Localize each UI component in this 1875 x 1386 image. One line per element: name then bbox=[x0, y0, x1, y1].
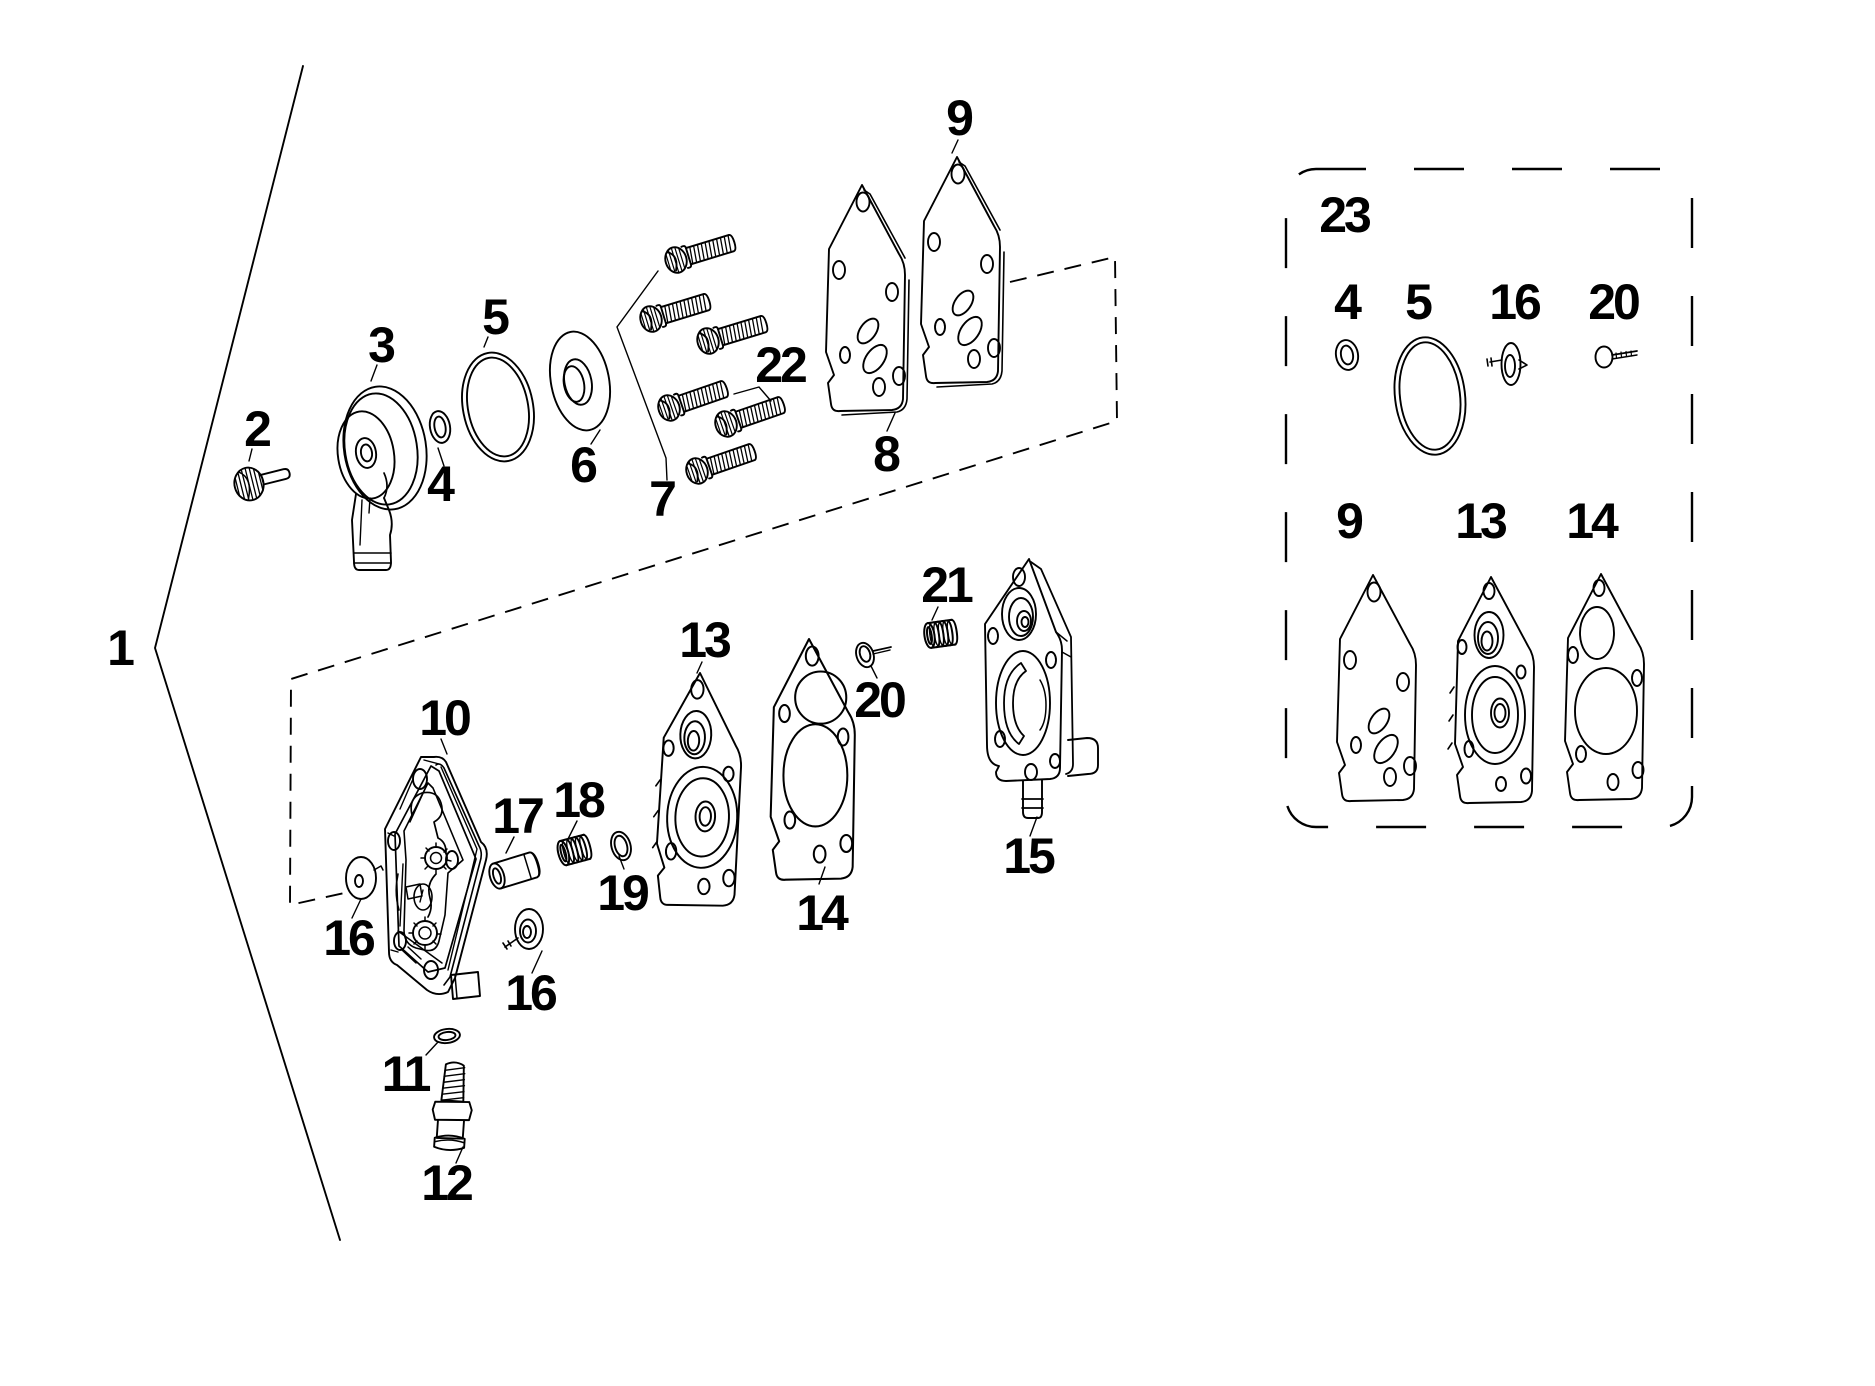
svg-text:7: 7 bbox=[649, 471, 677, 527]
svg-text:9: 9 bbox=[946, 90, 974, 146]
svg-text:20: 20 bbox=[854, 672, 905, 728]
svg-text:4: 4 bbox=[1334, 274, 1362, 330]
svg-text:18: 18 bbox=[553, 772, 605, 828]
svg-text:14: 14 bbox=[1566, 493, 1619, 549]
svg-text:8: 8 bbox=[873, 426, 901, 482]
svg-text:10: 10 bbox=[419, 690, 470, 746]
svg-text:22: 22 bbox=[755, 337, 806, 393]
svg-text:13: 13 bbox=[1455, 493, 1506, 549]
svg-text:13: 13 bbox=[679, 612, 730, 668]
svg-text:17: 17 bbox=[492, 788, 543, 844]
svg-text:15: 15 bbox=[1003, 828, 1055, 884]
svg-text:2: 2 bbox=[244, 401, 272, 457]
svg-text:19: 19 bbox=[597, 865, 648, 921]
svg-text:5: 5 bbox=[482, 289, 510, 345]
svg-text:12: 12 bbox=[421, 1155, 472, 1211]
svg-text:23: 23 bbox=[1319, 187, 1370, 243]
svg-text:1: 1 bbox=[107, 620, 135, 676]
svg-text:3: 3 bbox=[368, 317, 396, 373]
svg-text:5: 5 bbox=[1405, 274, 1433, 330]
svg-text:9: 9 bbox=[1336, 493, 1364, 549]
svg-text:11: 11 bbox=[382, 1046, 431, 1102]
svg-text:16: 16 bbox=[323, 910, 374, 966]
svg-text:21: 21 bbox=[921, 557, 973, 613]
svg-text:16: 16 bbox=[1489, 274, 1540, 330]
svg-text:16: 16 bbox=[505, 965, 556, 1021]
svg-text:6: 6 bbox=[570, 437, 598, 493]
svg-text:4: 4 bbox=[427, 456, 455, 512]
svg-text:20: 20 bbox=[1588, 274, 1639, 330]
svg-text:14: 14 bbox=[796, 885, 849, 941]
